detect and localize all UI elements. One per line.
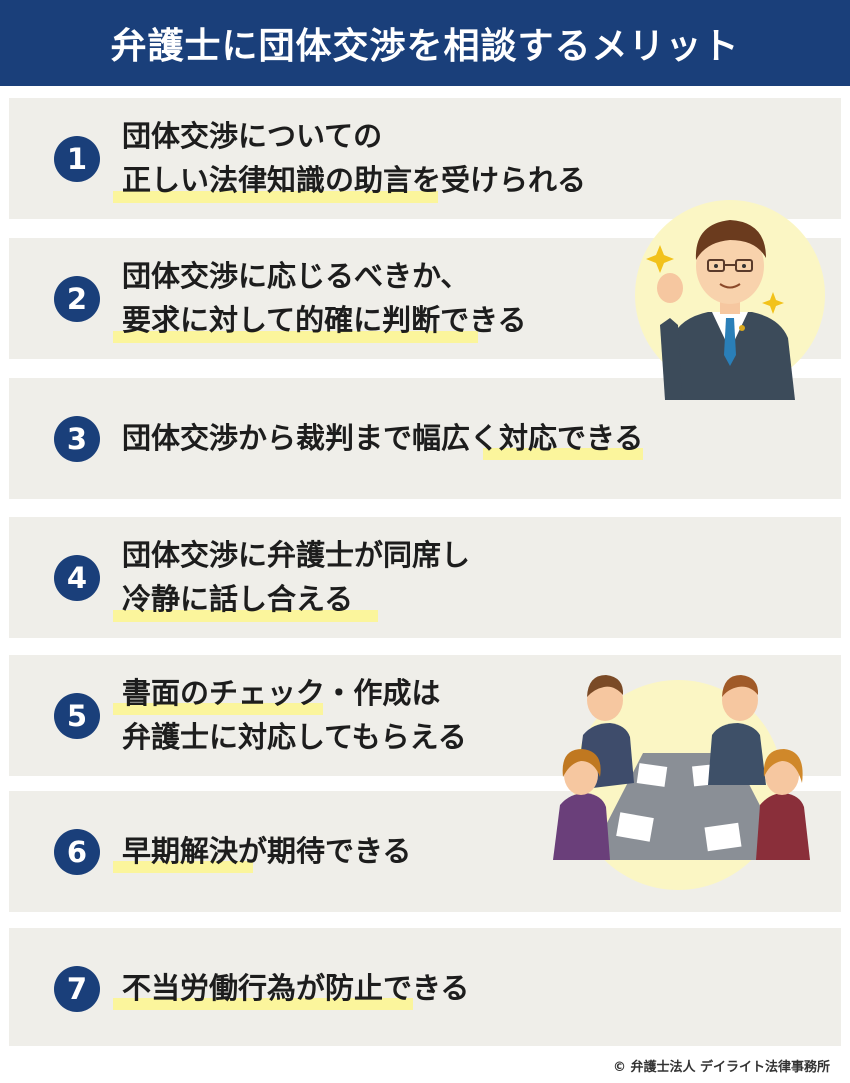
number-badge: 2	[54, 276, 100, 322]
merit-line: 冷静に話し合える	[122, 582, 354, 616]
highlight-marker	[113, 703, 323, 715]
page-title: 弁護士に団体交渉を相談するメリット	[110, 26, 740, 67]
merit-line: 団体交渉についての	[122, 119, 383, 153]
lawyer-illustration	[635, 200, 825, 400]
merit-text: 団体交渉に弁護士が同席し 冷静に話し合える	[122, 533, 470, 621]
merit-text: 書面のチェック・作成は 弁護士に対応してもらえる	[122, 671, 467, 759]
highlight-marker	[113, 861, 253, 873]
merit-text: 早期解決が期待できる	[122, 829, 411, 873]
number-badge: 7	[54, 966, 100, 1012]
merit-card-7: 7 不当労働行為が防止できる	[9, 928, 841, 1046]
highlight-marker	[483, 448, 643, 460]
merit-text: 団体交渉に応じるべきか、 要求に対して的確に判断できる	[122, 254, 527, 342]
highlight-marker	[113, 191, 438, 203]
merit-text: 不当労働行為が防止できる	[122, 966, 469, 1010]
number-badge: 6	[54, 829, 100, 875]
merit-card-4: 4 団体交渉に弁護士が同席し 冷静に話し合える	[9, 517, 841, 638]
number-badge: 3	[54, 416, 100, 462]
page-header: 弁護士に団体交渉を相談するメリット	[0, 0, 850, 86]
highlight-marker	[113, 331, 478, 343]
merit-line: 団体交渉に弁護士が同席し	[122, 538, 471, 572]
highlight-marker	[113, 998, 413, 1010]
number-badge: 1	[54, 136, 100, 182]
merit-line: 弁護士に対応してもらえる	[122, 720, 467, 754]
copyright-footer: © 弁護士法人 デイライト法律事務所	[612, 1060, 830, 1075]
merit-line: 正しい法律知識の助言を受けられる	[122, 163, 587, 197]
number-badge: 4	[54, 555, 100, 601]
highlight-marker	[113, 610, 378, 622]
merit-text: 団体交渉についての 正しい法律知識の助言を受けられる	[122, 114, 586, 202]
number-badge: 5	[54, 693, 100, 739]
merit-line: 要求に対して的確に判断できる	[122, 303, 527, 337]
merit-line: 書面のチェック・作成は	[122, 676, 441, 710]
merit-line: 団体交渉から裁判まで幅広く対応できる	[122, 421, 644, 455]
merit-text: 団体交渉から裁判まで幅広く対応できる	[122, 416, 643, 460]
merit-line: 団体交渉に応じるべきか、	[122, 259, 470, 293]
merit-line: 不当労働行為が防止できる	[122, 971, 470, 1005]
meeting-illustration	[553, 675, 810, 890]
merit-card-1: 1 団体交渉についての 正しい法律知識の助言を受けられる	[9, 98, 841, 219]
merit-card-6: 6 早期解決が期待できる	[9, 791, 841, 912]
merit-line: 早期解決が期待できる	[122, 834, 412, 868]
